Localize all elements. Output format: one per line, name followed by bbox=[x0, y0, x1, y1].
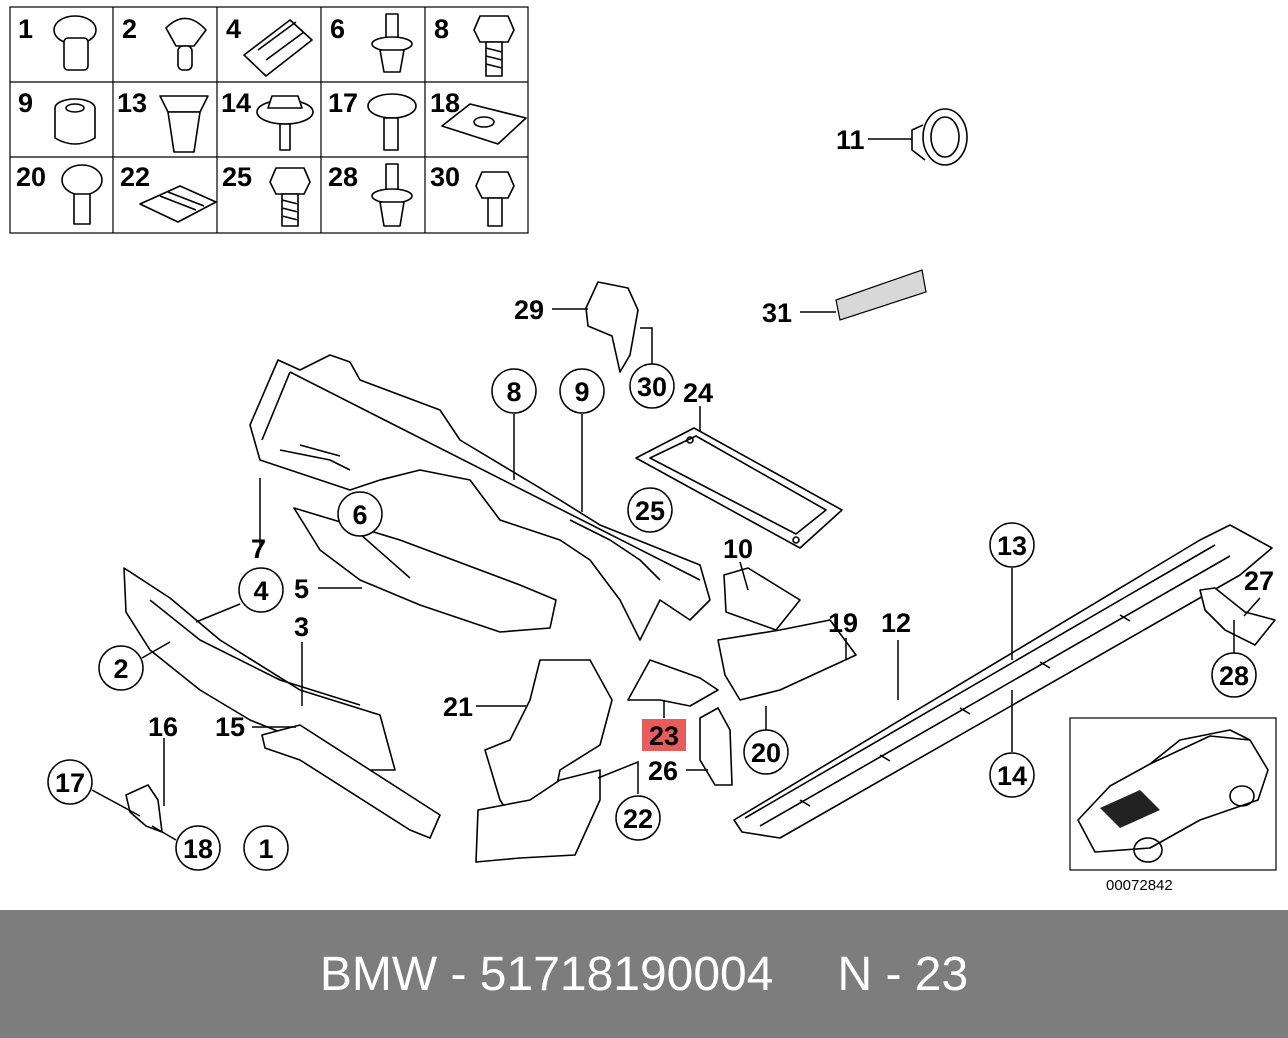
spring-clip-icon bbox=[139, 185, 217, 223]
part-7-front-carrier bbox=[249, 354, 711, 641]
callout-6: 6 bbox=[352, 500, 367, 530]
footer-brand: BMW bbox=[319, 947, 438, 1001]
footer-part-number: 51718190004 bbox=[479, 947, 774, 1001]
callout-1: 1 bbox=[258, 834, 273, 864]
car-thumbnail bbox=[1069, 717, 1277, 871]
part-11-grommet bbox=[911, 108, 968, 166]
grid-label: 22 bbox=[120, 162, 150, 192]
callout-10: 10 bbox=[723, 534, 753, 564]
hex-nut-icon bbox=[54, 98, 96, 145]
grid-label: 1 bbox=[18, 14, 33, 44]
grid-label: 9 bbox=[18, 88, 33, 118]
grid-label: 28 bbox=[328, 162, 358, 192]
callout-5: 5 bbox=[294, 574, 309, 604]
clip-nut-icon bbox=[243, 19, 313, 77]
callout-2: 2 bbox=[113, 654, 128, 684]
callout-21: 21 bbox=[443, 692, 473, 722]
part-12-sill-rail bbox=[733, 524, 1273, 839]
part-19-bracket bbox=[717, 619, 857, 701]
cap-nut-icon bbox=[53, 15, 97, 71]
part-24-plate bbox=[635, 427, 843, 549]
parts-grid: 1 2 4 6 8 9 bbox=[9, 6, 529, 234]
callout-28: 28 bbox=[1219, 661, 1249, 691]
grid-label: 6 bbox=[330, 14, 345, 44]
highlight-box bbox=[642, 719, 686, 751]
callout-13: 13 bbox=[997, 531, 1027, 561]
footer-separator: - bbox=[450, 947, 467, 1001]
collar-screw-icon bbox=[367, 93, 417, 151]
parts-diagram: 1 2 4 6 8 9 bbox=[9, 6, 1277, 894]
leader-lines bbox=[91, 138, 1261, 841]
part-5-panel bbox=[293, 507, 557, 633]
callout-18: 18 bbox=[183, 834, 213, 864]
hex-bolt-icon bbox=[473, 15, 515, 77]
plastic-expanding-nut-icon bbox=[159, 95, 209, 153]
callout-19: 19 bbox=[828, 608, 858, 638]
grid-label: 14 bbox=[221, 88, 251, 118]
hex-bolt-icon bbox=[475, 171, 515, 227]
part-26-bracket bbox=[699, 707, 733, 786]
callout-27: 27 bbox=[1244, 566, 1274, 596]
grid-label: 30 bbox=[430, 162, 460, 192]
collar-stud-icon bbox=[371, 163, 413, 227]
callout-25: 25 bbox=[635, 496, 665, 526]
part-22-panel bbox=[475, 769, 601, 863]
callout-14: 14 bbox=[997, 761, 1027, 791]
callout-3: 3 bbox=[294, 612, 309, 642]
socket-cap-screw-icon bbox=[61, 164, 103, 225]
footer-bar: BMW - 51718190004 N - 23 bbox=[0, 910, 1288, 1038]
flange-screw-icon bbox=[256, 95, 314, 151]
callout-22: 22 bbox=[623, 804, 653, 834]
grid-label: 4 bbox=[226, 14, 241, 44]
callout-20: 20 bbox=[751, 738, 781, 768]
callout-8: 8 bbox=[506, 377, 521, 407]
grid-label: 18 bbox=[430, 88, 460, 118]
part-27-bracket bbox=[1199, 587, 1276, 646]
callout-16: 16 bbox=[148, 712, 178, 742]
grid-label: 13 bbox=[117, 88, 147, 118]
expanding-rivet-icon bbox=[165, 17, 207, 71]
callout-15: 15 bbox=[215, 712, 245, 742]
callout-23: 23 bbox=[649, 721, 679, 751]
callout-11: 11 bbox=[836, 125, 865, 155]
collar-stud-icon bbox=[371, 13, 413, 73]
callout-29: 29 bbox=[514, 295, 544, 325]
callout-31: 31 bbox=[762, 298, 792, 328]
part-31-strip bbox=[835, 269, 927, 321]
callouts: 11 29 30 31 8 9 24 25 6 7 4 5 3 2 10 19 … bbox=[47, 125, 1274, 871]
grid-label: 17 bbox=[328, 88, 358, 118]
part-23-duct bbox=[627, 659, 719, 707]
callout-12: 12 bbox=[881, 608, 911, 638]
callout-4: 4 bbox=[253, 576, 268, 606]
speed-nut-icon bbox=[441, 103, 527, 145]
callout-26: 26 bbox=[648, 756, 678, 786]
callout-9: 9 bbox=[574, 377, 589, 407]
callout-17: 17 bbox=[55, 768, 85, 798]
callout-24: 24 bbox=[683, 378, 713, 408]
callout-7: 7 bbox=[251, 534, 266, 564]
footer-position-label: N - 23 bbox=[837, 947, 969, 1001]
grid-label: 2 bbox=[122, 14, 137, 44]
grid-label: 20 bbox=[16, 162, 46, 192]
diagram-code: 00072842 bbox=[1106, 877, 1173, 894]
callout-30: 30 bbox=[637, 372, 667, 402]
grid-label: 8 bbox=[434, 14, 449, 44]
part-16-bracket bbox=[125, 784, 163, 833]
part-10-bracket bbox=[723, 567, 801, 631]
part-15-strut bbox=[261, 724, 441, 839]
part-29-bracket bbox=[585, 281, 639, 373]
grid-label: 25 bbox=[222, 162, 252, 192]
hex-bolt-icon bbox=[269, 167, 311, 227]
